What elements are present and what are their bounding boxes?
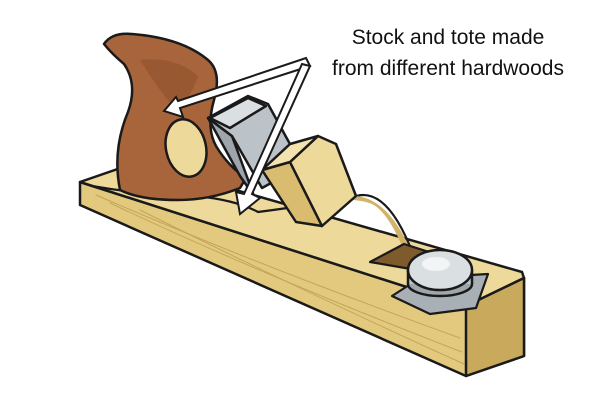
- arrow-to-tote: [162, 56, 312, 119]
- stock-cheek-shade: [300, 196, 420, 276]
- annotation-label: Stock and tote made from different hardw…: [300, 22, 596, 84]
- strike-button: [406, 248, 474, 298]
- stock-end-face: [464, 276, 526, 378]
- annotation-arrows: [162, 56, 312, 216]
- tote-hand-hole: [164, 118, 208, 178]
- plane-wedge: [260, 134, 358, 228]
- arrow-to-stock: [234, 62, 312, 216]
- annotation-line-1: Stock and tote made: [351, 26, 545, 49]
- tote-handle: [102, 32, 248, 202]
- annotation-line-2: from different hardwoods: [332, 57, 564, 80]
